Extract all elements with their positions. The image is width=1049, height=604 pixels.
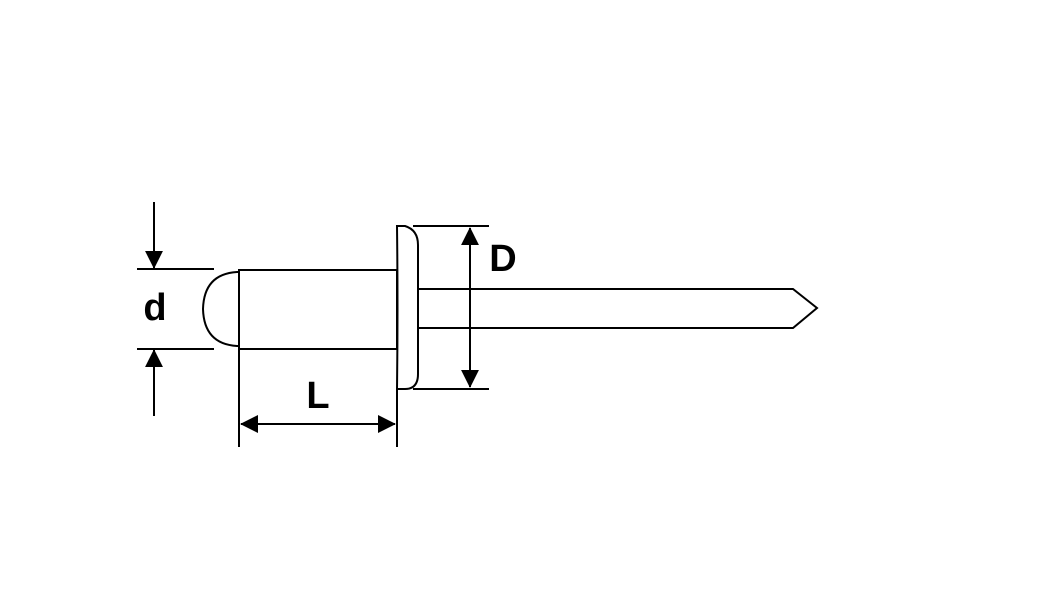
dimension-D: D (413, 225, 517, 390)
mandrel-head (201, 271, 240, 347)
label-D: D (489, 238, 516, 280)
label-L: L (306, 375, 329, 417)
rivet (201, 225, 819, 390)
dimension-d: d (137, 202, 214, 416)
dimension-L: L (238, 349, 398, 447)
label-d: d (143, 287, 166, 329)
mandrel-stem (418, 288, 819, 329)
rivet-shank (238, 269, 398, 350)
rivet-flange (395, 225, 419, 390)
